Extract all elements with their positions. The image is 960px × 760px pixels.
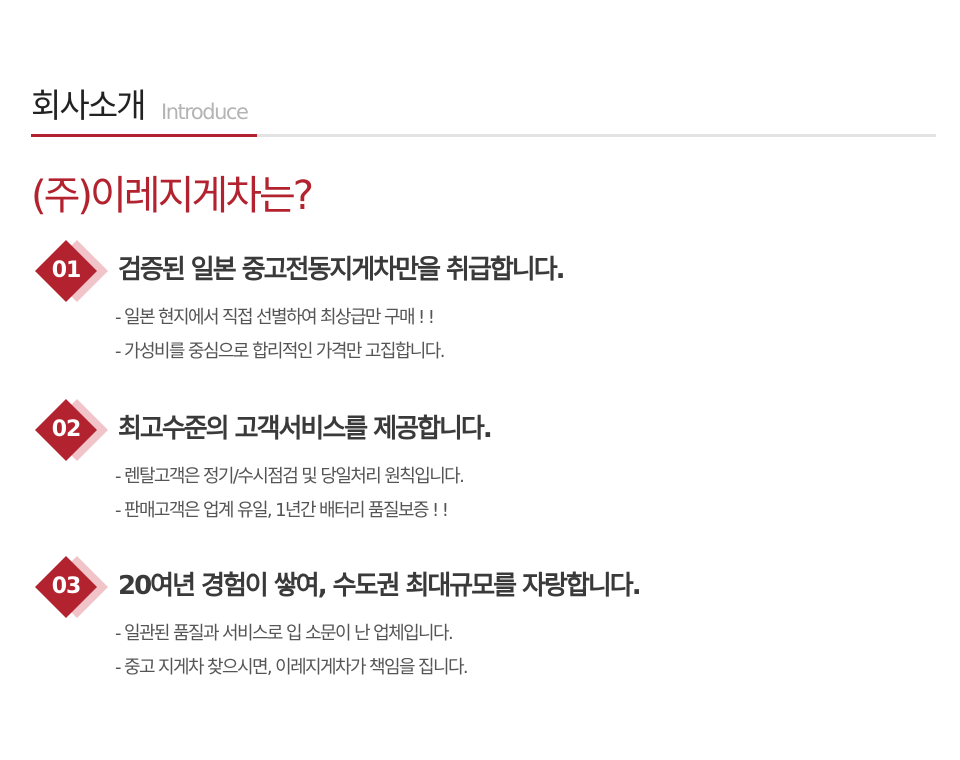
feature-detail: - 렌탈고객은 정기/수시점검 및 당일처리 원칙입니다. bbox=[115, 466, 465, 487]
feature-item-3: 03 20여년 경험이 쌓여, 수도권 최대규모를 자랑합니다. - 일관된 품… bbox=[34, 556, 934, 686]
company-question-heading: (주)이레지게차는? bbox=[31, 173, 314, 219]
number-badge: 01 bbox=[34, 240, 110, 302]
feature-detail: - 가성비를 중심으로 합리적인 가격만 고집합니다. bbox=[115, 341, 445, 362]
feature-detail: - 판매고객은 업계 유일, 1년간 배터리 품질보증 ! ! bbox=[115, 500, 449, 521]
section-subtitle: Introduce bbox=[161, 100, 249, 124]
diamond-badge-icon bbox=[35, 556, 108, 618]
badge-number: 03 bbox=[51, 574, 82, 599]
feature-title: 20여년 경험이 쌓여, 수도권 최대규모를 자랑합니다. bbox=[118, 571, 642, 601]
feature-detail: - 중고 지게차 찾으시면, 이레지게차가 책임을 집니다. bbox=[115, 657, 469, 678]
header-divider bbox=[31, 134, 936, 137]
diamond-badge-icon bbox=[35, 399, 108, 461]
badge-number: 02 bbox=[51, 417, 82, 442]
badge-number: 01 bbox=[51, 258, 82, 283]
number-badge: 03 bbox=[34, 556, 110, 618]
number-badge: 02 bbox=[34, 399, 110, 461]
header-divider-accent bbox=[31, 134, 257, 137]
feature-detail: - 일본 현지에서 직접 선별하여 최상급만 구매 ! ! bbox=[115, 307, 435, 328]
feature-title: 최고수준의 고객서비스를 제공합니다. bbox=[118, 414, 493, 444]
feature-detail: - 일관된 품질과 서비스로 입 소문이 난 업체입니다. bbox=[115, 623, 454, 644]
section-header: 회사소개 Introduce bbox=[31, 86, 936, 138]
feature-title: 검증된 일본 중고전동지게차만을 취급합니다. bbox=[118, 255, 566, 285]
feature-item-1: 01 검증된 일본 중고전동지게차만을 취급합니다. - 일본 현지에서 직접 … bbox=[34, 240, 934, 370]
section-title: 회사소개 bbox=[31, 86, 146, 125]
feature-item-2: 02 최고수준의 고객서비스를 제공합니다. - 렌탈고객은 정기/수시점검 및… bbox=[34, 399, 934, 529]
diamond-badge-icon bbox=[35, 240, 108, 302]
